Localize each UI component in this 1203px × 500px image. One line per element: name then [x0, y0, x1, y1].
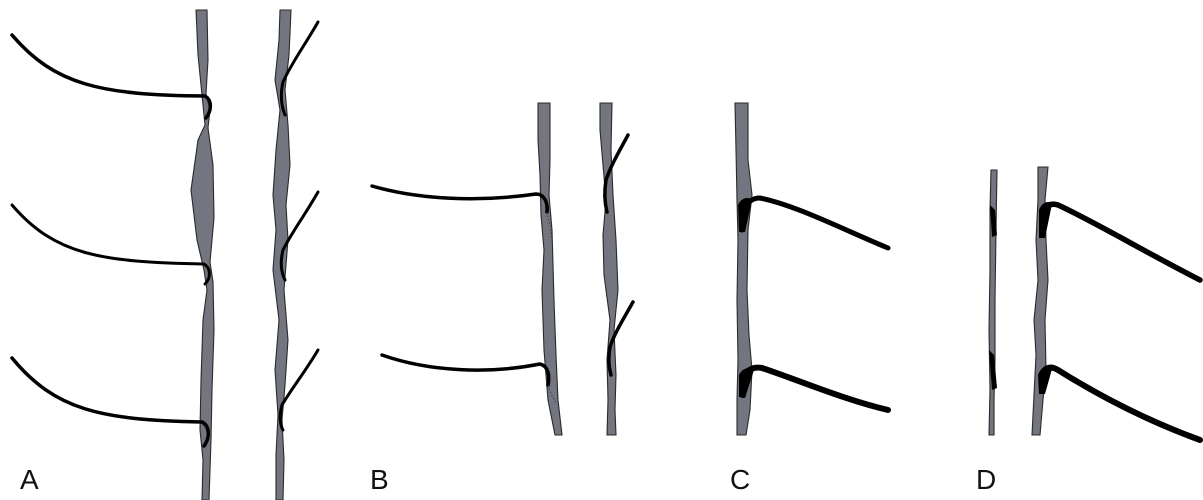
panel-label-d: D — [976, 466, 996, 494]
panel-a-left-rail — [191, 10, 214, 500]
panel-b-right-rail — [600, 103, 618, 435]
panel-b-diagram — [372, 103, 633, 435]
panel-d-fiber-2 — [1042, 368, 1200, 440]
panel-a-fiber-3 — [12, 358, 208, 446]
panel-a-fiber-2 — [12, 205, 209, 284]
panel-d-fiber-1 — [1042, 204, 1200, 280]
panel-a-fiber-1 — [12, 35, 210, 118]
panel-label-b: B — [370, 466, 389, 494]
panel-d-diagram — [989, 167, 1200, 440]
panel-c-fiber-1 — [742, 198, 888, 248]
panel-a-diagram — [12, 10, 318, 500]
panel-b-fiber-1 — [372, 186, 547, 212]
panel-label-a: A — [20, 466, 39, 494]
panel-label-c: C — [730, 466, 750, 494]
panel-c-fiber-2 — [742, 368, 888, 410]
panel-d-fiber-1-root — [1039, 202, 1052, 238]
panel-b-left-rail — [538, 103, 562, 435]
panel-c-diagram — [735, 103, 888, 435]
panel-b-fiber-2 — [382, 355, 549, 385]
